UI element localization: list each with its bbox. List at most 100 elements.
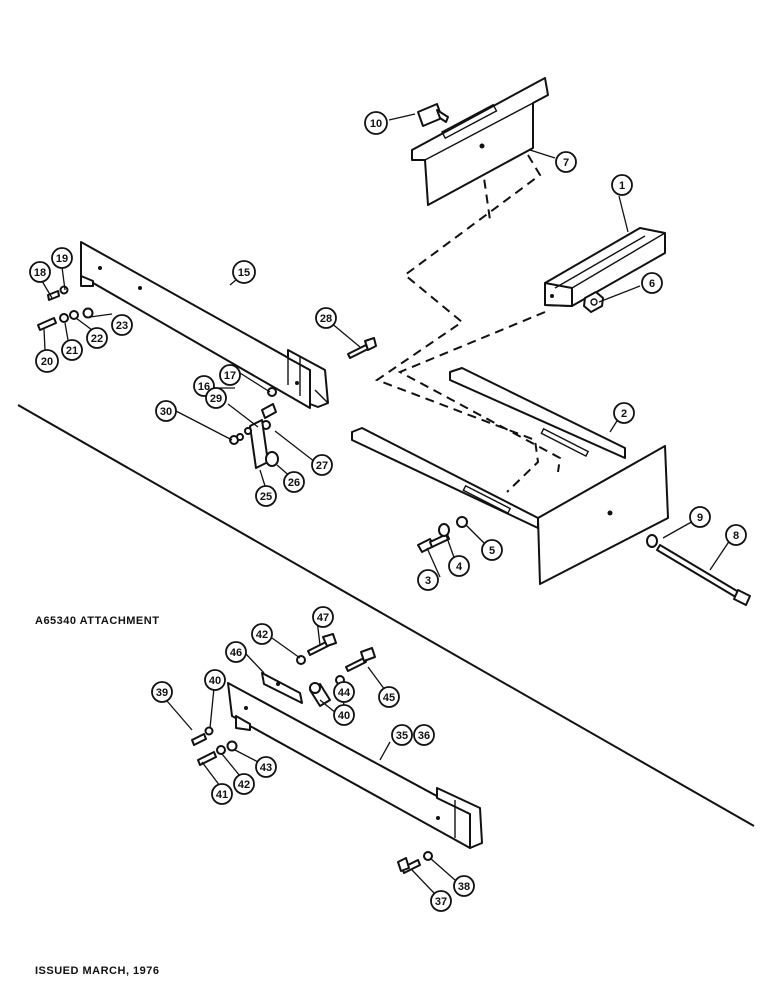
svg-text:43: 43	[260, 762, 272, 774]
callout-46: 46	[225, 641, 247, 663]
callout-45: 45	[378, 686, 400, 708]
callout-27: 27	[311, 454, 333, 476]
callout-6: 6	[641, 272, 663, 294]
svg-text:2: 2	[621, 408, 627, 420]
callout-42-lower: 42	[233, 773, 255, 795]
callout-47: 47	[312, 606, 334, 628]
svg-text:5: 5	[489, 545, 495, 557]
plate-46-part	[261, 672, 303, 704]
washer-4-part	[438, 523, 450, 537]
bolt-3-part	[417, 533, 450, 553]
bar-15-part	[80, 241, 329, 409]
small-hardware-lower-left	[191, 726, 238, 766]
svg-text:22: 22	[91, 333, 103, 345]
callout-10: 10	[364, 111, 388, 135]
callout-26: 26	[283, 471, 305, 493]
callout-18: 18	[29, 261, 51, 283]
callout-29: 29	[205, 387, 227, 409]
svg-text:18: 18	[34, 267, 46, 279]
svg-text:25: 25	[260, 491, 272, 503]
callout-2: 2	[613, 402, 635, 424]
washer-9-part	[646, 534, 658, 548]
svg-text:3: 3	[425, 575, 431, 587]
channel-part	[544, 227, 666, 307]
svg-text:1: 1	[619, 180, 625, 192]
callout-40-left: 40	[204, 669, 226, 691]
bar-35-36-part	[227, 682, 483, 849]
callout-1: 1	[611, 174, 633, 196]
svg-text:39: 39	[156, 687, 168, 699]
nut-part	[583, 291, 604, 313]
svg-text:6: 6	[649, 278, 655, 290]
frame-part	[351, 367, 669, 585]
callout-17: 17	[219, 364, 241, 386]
svg-text:15: 15	[238, 267, 250, 279]
alignment-dash-2	[397, 311, 562, 473]
plate-part	[411, 77, 549, 206]
svg-text:23: 23	[116, 320, 128, 332]
long-bolt-part	[656, 544, 751, 606]
svg-text:19: 19	[56, 253, 68, 265]
svg-text:38: 38	[458, 881, 470, 893]
svg-text:36: 36	[418, 730, 430, 742]
svg-text:16: 16	[198, 381, 210, 393]
bolt-47-part	[307, 633, 337, 656]
callout-21: 21	[61, 339, 83, 361]
svg-text:27: 27	[316, 460, 328, 472]
callout-41: 41	[211, 783, 233, 805]
alignment-dash-1	[374, 154, 542, 493]
callout-42-upper: 42	[251, 623, 273, 645]
callout-15: 15	[232, 260, 256, 284]
svg-text:45: 45	[383, 692, 395, 704]
callout-36: 36	[413, 724, 435, 746]
svg-text:47: 47	[317, 612, 329, 624]
alignment-dash-3	[479, 149, 491, 221]
callout-8: 8	[725, 524, 747, 546]
callout-43: 43	[255, 756, 277, 778]
svg-text:40: 40	[338, 710, 350, 722]
callout-44: 44	[333, 681, 355, 703]
callout-39: 39	[151, 681, 173, 703]
svg-text:7: 7	[563, 157, 569, 169]
callout-38: 38	[453, 875, 475, 897]
small-hardware-left-lower	[37, 307, 94, 331]
svg-text:26: 26	[288, 477, 300, 489]
bolt-part	[417, 103, 449, 127]
issued-label: ISSUED MARCH, 1976	[35, 965, 160, 977]
callout-37: 37	[430, 890, 452, 912]
callout-23: 23	[111, 314, 133, 336]
svg-text:28: 28	[320, 313, 332, 325]
bolt-45-part	[345, 647, 376, 672]
callout-35: 35	[391, 724, 413, 746]
callout-3: 3	[417, 569, 439, 591]
svg-text:17: 17	[224, 370, 236, 382]
svg-text:41: 41	[216, 789, 228, 801]
svg-text:9: 9	[697, 512, 703, 524]
svg-text:21: 21	[66, 345, 78, 357]
svg-text:35: 35	[396, 730, 408, 742]
callout-19: 19	[51, 247, 73, 269]
svg-text:8: 8	[733, 530, 739, 542]
svg-text:4: 4	[456, 561, 463, 573]
callout-30: 30	[155, 400, 177, 422]
nut-5-part	[456, 516, 468, 528]
svg-text:30: 30	[160, 406, 172, 418]
callout-20: 20	[35, 349, 59, 373]
svg-text:42: 42	[238, 779, 250, 791]
svg-text:10: 10	[370, 118, 382, 130]
bolt-37-part	[397, 857, 421, 874]
callout-9: 9	[689, 506, 711, 528]
divider-line	[17, 404, 755, 827]
svg-text:44: 44	[338, 687, 351, 699]
callout-28: 28	[315, 307, 337, 329]
callout-7: 7	[555, 151, 577, 173]
callout-4: 4	[448, 555, 470, 577]
callout-5: 5	[481, 539, 503, 561]
svg-text:46: 46	[230, 647, 242, 659]
attachment-label: A65340 ATTACHMENT	[35, 615, 159, 627]
svg-text:40: 40	[209, 675, 221, 687]
svg-text:29: 29	[210, 393, 222, 405]
callout-40-center: 40	[333, 704, 355, 726]
bolt-28-part	[347, 337, 377, 359]
